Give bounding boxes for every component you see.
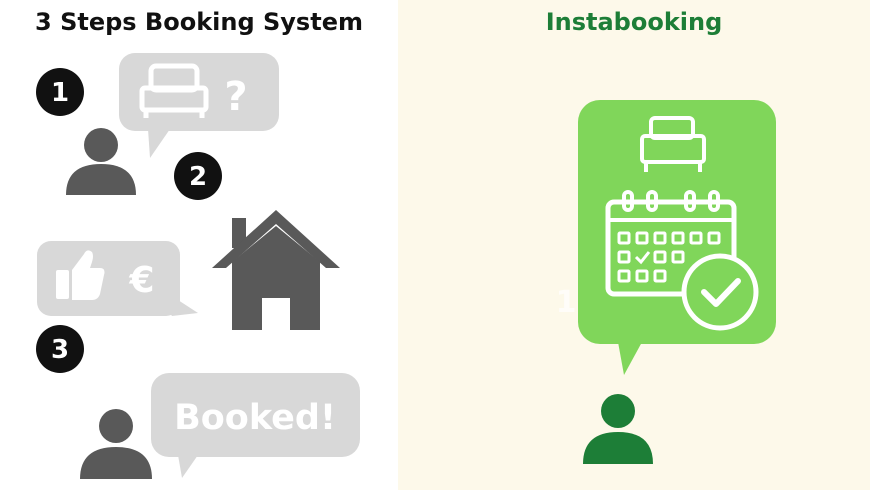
bed-icon <box>139 63 209 118</box>
house-icon <box>212 210 340 330</box>
booked-bubble: Booked! <box>151 373 360 478</box>
question-bubble: ? <box>119 53 279 158</box>
calendar-icon <box>605 190 737 297</box>
checkmark-icon <box>681 253 759 331</box>
price-bubble: € <box>37 241 198 316</box>
person-icon <box>583 394 653 464</box>
booked-label: Booked! <box>174 398 336 438</box>
question-mark-icon: ? <box>224 74 247 120</box>
step-2-badge: 2 <box>174 152 222 200</box>
instabooking-step-number: 1 <box>556 285 577 320</box>
instabooking-bubble: 1 <box>556 100 776 375</box>
small-checkmark-icon <box>634 251 651 265</box>
euro-icon: € <box>128 260 154 301</box>
step-3-number: 3 <box>51 335 69 365</box>
thumbs-up-icon <box>56 250 105 300</box>
bed-icon <box>640 116 706 172</box>
step-2-number: 2 <box>189 162 207 192</box>
person-icon <box>66 128 136 195</box>
instabooking-title: Instabooking <box>545 8 723 36</box>
person-icon <box>80 409 152 479</box>
step-1-number: 1 <box>51 78 69 108</box>
three-step-title: 3 Steps Booking System <box>35 8 363 36</box>
step-1-badge: 1 <box>36 68 84 116</box>
step-3-badge: 3 <box>36 325 84 373</box>
